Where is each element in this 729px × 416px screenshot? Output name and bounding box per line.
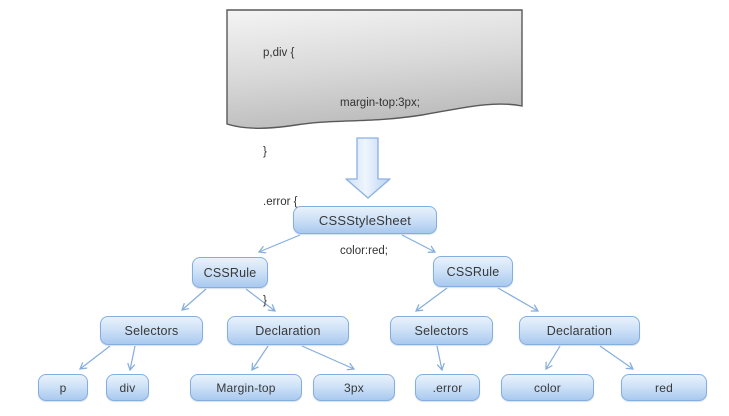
code-line: p,div { (263, 47, 295, 59)
node-error: .error (415, 374, 480, 401)
edge-rule1-declaration (245, 288, 277, 312)
node-red: red (621, 374, 707, 401)
edge-rule1-selectors (181, 288, 207, 311)
node-selectors-1: Selectors (100, 316, 203, 345)
edge-declaration2-color (545, 345, 561, 371)
node-p: p (38, 374, 88, 401)
node-margin-top: Margin-top (190, 374, 302, 401)
node-cssrule-1: CSSRule (192, 257, 268, 288)
node-declaration-1: Declaration (227, 316, 349, 345)
node-cssstylesheet: CSSStyleSheet (293, 206, 437, 234)
code-line: .error { (263, 195, 298, 208)
edge-declaration2-red (599, 345, 635, 370)
edge-declaration1-3px (301, 345, 356, 371)
node-3px: 3px (313, 374, 395, 401)
code-line: color:red; (340, 245, 388, 257)
down-arrow (345, 137, 391, 199)
edge-selectors1-div (127, 345, 136, 372)
edge-rule2-selectors (414, 287, 448, 312)
node-color: color (501, 374, 594, 401)
edge-rule2-declaration (497, 287, 540, 312)
edge-root-rule1 (257, 234, 301, 254)
tree-connectors (78, 234, 635, 372)
node-cssrule-2: CSSRule (433, 256, 513, 287)
edge-selectors2-error (436, 345, 445, 372)
stylesheet-document-shape (226, 9, 523, 129)
code-line: margin-top:3px; (340, 96, 420, 109)
edge-declaration1-margintop (251, 345, 269, 372)
edge-root-rule2 (401, 234, 437, 253)
edge-selectors1-p (78, 345, 111, 370)
node-declaration-2: Declaration (519, 316, 640, 345)
css-code-block: p,div { margin-top:3px; } .error { color… (227, 12, 522, 342)
code-line: } (263, 146, 267, 158)
node-div: div (106, 374, 149, 401)
node-selectors-2: Selectors (390, 316, 493, 345)
code-line: } (263, 294, 267, 307)
